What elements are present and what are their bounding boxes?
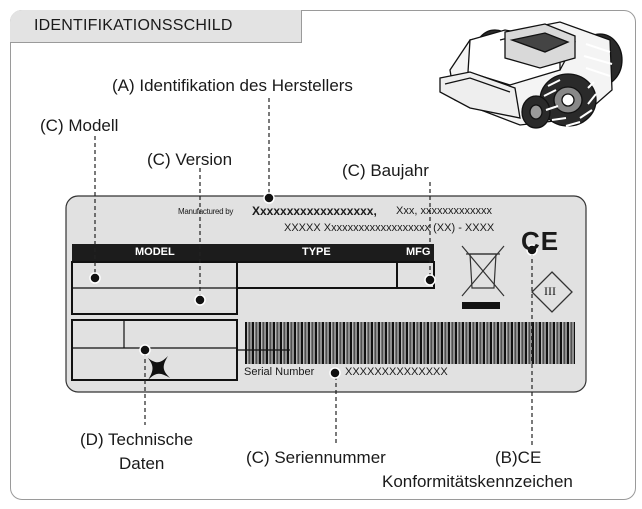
plate-header-bar (72, 244, 434, 262)
callout-manufacturer: (A) Identifikation des Herstellers (112, 76, 353, 95)
outer-frame (10, 10, 636, 500)
column-mfg: MFG (406, 246, 431, 258)
serial-number-label: Serial Number (244, 366, 315, 378)
column-type: TYPE (302, 246, 331, 258)
barcode (245, 322, 575, 364)
dot-manufacturer (263, 192, 275, 204)
callout-ce-line1: (B)CE (495, 448, 542, 467)
weee-bin-icon (461, 245, 505, 297)
callout-version: (C) Version (147, 150, 233, 169)
dot-serial (329, 367, 341, 379)
page-title: IDENTIFIKATIONSSCHILD (34, 17, 233, 34)
callout-tech-data-line2: Daten (119, 454, 165, 473)
class-iii-label: III (544, 284, 556, 298)
manufacturer-name: Xxxxxxxxxxxxxxxxxx, (252, 204, 377, 218)
manufacturer-address-1: Xxx, xxxxxxxxxxxxx (396, 205, 492, 217)
dot-version (194, 294, 206, 306)
ce-mark-icon: CE (521, 226, 560, 256)
dot-tech (139, 344, 151, 356)
callout-tech-data-line1: (D) Technische (80, 430, 194, 449)
callout-serial: (C) Seriennummer (246, 448, 386, 467)
dot-ce (526, 244, 538, 256)
class-iii-icon (531, 271, 573, 313)
callout-year: (C) Baujahr (342, 161, 429, 180)
column-model: MODEL (135, 246, 175, 258)
dot-year (424, 274, 436, 286)
dot-model (89, 272, 101, 284)
serial-number-value: XXXXXXXXXXXXXX (345, 366, 448, 378)
manufactured-by-label: Manufactured by (178, 207, 234, 216)
header-tab (10, 10, 302, 43)
manufacturer-logo-icon (148, 356, 170, 380)
manufacturer-address-2: XXXXX Xxxxxxxxxxxxxxxxxxx (XX) - XXXX (284, 222, 495, 234)
callout-ce-line2: Konformitätskennzeichen (382, 472, 573, 491)
callout-model: (C) Modell (40, 116, 119, 135)
